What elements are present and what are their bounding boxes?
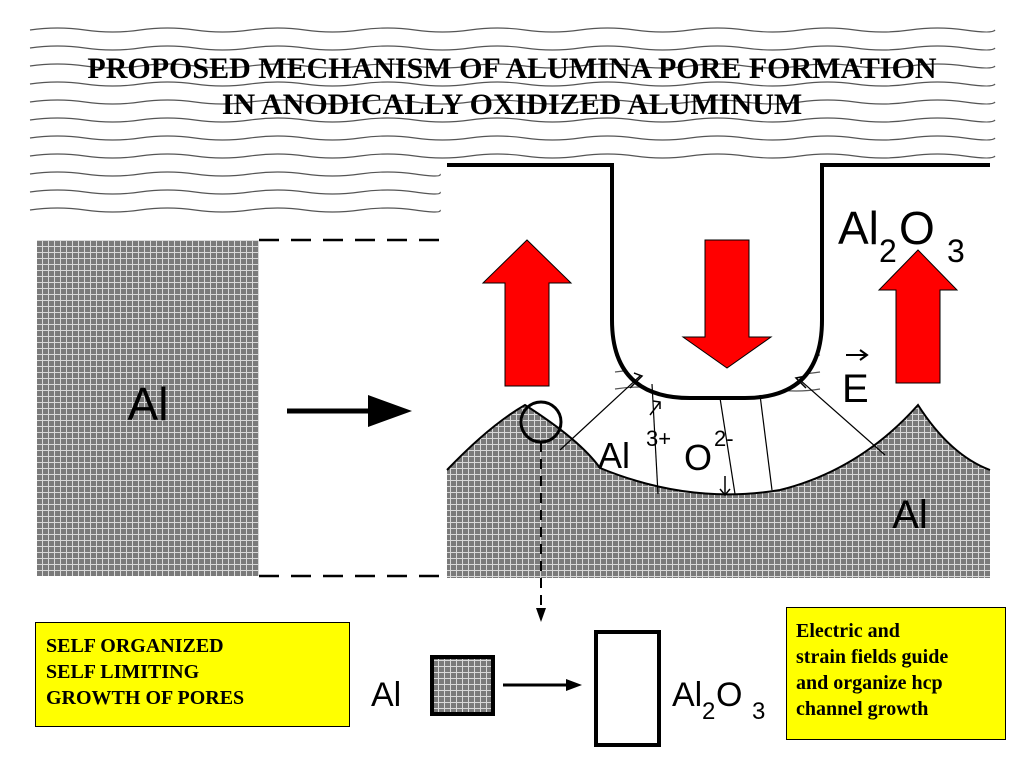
electrolyte-waves (29, 27, 996, 213)
wave-line (29, 45, 996, 51)
svg-text:3: 3 (947, 233, 965, 269)
svg-text:2: 2 (702, 698, 715, 725)
oxide-label: Al 2 O 3 (838, 202, 965, 269)
cation-label: Al (598, 435, 630, 476)
anion-label: O (684, 437, 712, 478)
drop-arrow-head (536, 608, 546, 622)
aluminum-block (37, 240, 259, 576)
wave-line (29, 27, 996, 33)
wave-line (29, 171, 441, 177)
field-guidance-note: Electric and strain fields guide and org… (786, 607, 1006, 740)
pore-wave-line (614, 182, 821, 188)
note-line: Electric and (796, 620, 900, 642)
cation-charge: 3+ (646, 426, 671, 451)
substrate-aluminum (447, 405, 990, 578)
bottom-arrow (503, 679, 582, 691)
wave-line (29, 63, 996, 69)
note-line: SELF LIMITING (46, 661, 200, 683)
wave-line (29, 117, 996, 123)
wave-line (29, 153, 996, 159)
wave-line (29, 189, 441, 195)
bottom-oxide-label: Al 2 O 3 (672, 676, 765, 725)
self-organized-note: SELF ORGANIZED SELF LIMITING GROWTH OF P… (35, 622, 350, 727)
bottom-oxide-rect (594, 630, 661, 747)
substrate-label: Al (892, 493, 928, 537)
wave-line (29, 81, 996, 87)
note-line: and organize hcp (796, 672, 943, 694)
wave-line (29, 207, 441, 213)
wave-line (29, 99, 996, 105)
note-line: GROWTH OF PORES (46, 687, 245, 709)
svg-text:2: 2 (879, 233, 897, 269)
pore-wall (447, 163, 990, 400)
red-down-arrow (681, 239, 773, 369)
svg-text:O: O (716, 676, 742, 714)
transform-arrow (287, 395, 412, 427)
metal-label: Al (128, 378, 169, 430)
red-up-arrow-right (877, 249, 959, 384)
svg-text:Al: Al (838, 202, 879, 254)
wave-line (29, 135, 996, 141)
bottom-metal-square (430, 655, 495, 716)
pore-wave-line (614, 216, 821, 222)
svg-text:Al: Al (672, 676, 702, 714)
note-line: SELF ORGANIZED (46, 635, 224, 657)
svg-text:O: O (899, 202, 935, 254)
note-line: strain fields guide (796, 646, 949, 668)
field-label: E (842, 367, 869, 411)
ion-arrows (629, 372, 807, 497)
title-line-2: IN ANODICALLY OXIDIZED ALUMINUM (221, 88, 803, 121)
pore-wave-line (614, 233, 821, 239)
bottom-metal-label: Al (371, 676, 401, 714)
field-lines (559, 375, 886, 495)
note-line: channel growth (796, 698, 929, 720)
pore-wave-line (614, 369, 821, 375)
svg-text:3: 3 (752, 698, 765, 725)
field-vector-arrow (846, 349, 869, 361)
red-up-arrow-left (481, 239, 573, 387)
pore-wave-line (614, 199, 821, 205)
title-line-1: PROPOSED MECHANISM OF ALUMINA PORE FORMA… (87, 52, 937, 85)
anion-charge: 2- (714, 426, 734, 451)
